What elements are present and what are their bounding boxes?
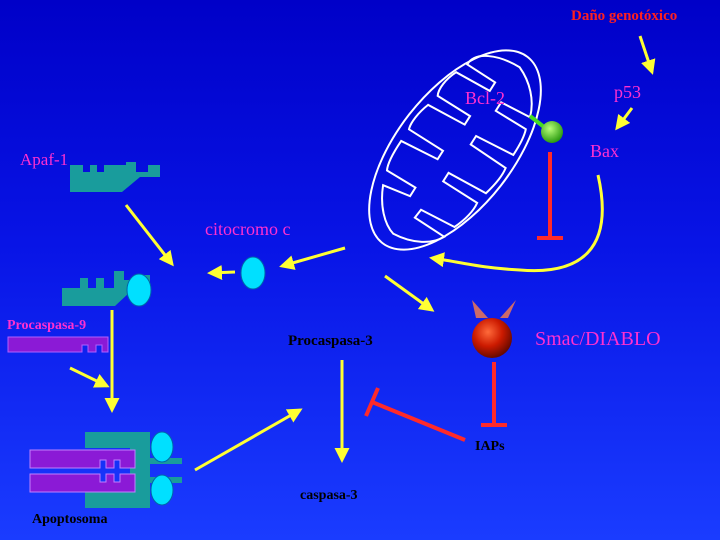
arrow-apoptosome-to-procasp3 (194, 408, 303, 472)
label-p53: p53 (614, 82, 641, 102)
label-iaps: IAPs (475, 439, 505, 454)
arrow-damage-to-p53 (638, 35, 656, 75)
inhibit-caspasa-by-iaps (364, 387, 466, 442)
mitochondrion-outer-membrane (368, 49, 542, 251)
label-apaf1: Apaf-1 (20, 150, 69, 169)
cytochrome-c (240, 256, 266, 290)
bcl2-protein (541, 121, 563, 143)
inhibit-iaps-by-smac (481, 362, 507, 427)
apaf1-cytc-complex (62, 271, 150, 306)
arrow-cytc-to-complex (207, 265, 236, 281)
label-citocromo-c: citocromo c (205, 219, 291, 239)
mitochondrion (368, 49, 542, 251)
cytochrome-c-bound (126, 273, 152, 307)
inhibition-lines (364, 152, 563, 442)
procaspasa9-protein (7, 336, 109, 353)
mitochondrion-cristae (381, 55, 533, 243)
label-bax: Bax (590, 141, 619, 161)
label-procaspasa9: Procaspasa-9 (7, 318, 87, 333)
bcl2-connector (528, 114, 546, 129)
label-procaspasa3: Procaspasa-3 (288, 333, 373, 349)
apaf1-protein (70, 162, 160, 192)
arrow-apaf-to-complex (124, 204, 174, 267)
arrow-procasp9-to-apoptosome (69, 366, 110, 388)
label-dano-genotoxico: Daño genotóxico (571, 8, 678, 24)
label-bcl2: Bcl-2 (465, 88, 505, 108)
label-caspasa3: caspasa-3 (300, 488, 358, 503)
arrow-mito-to-cytc (279, 246, 346, 270)
activation-arrows (69, 35, 656, 472)
smac-diablo-protein (472, 300, 516, 358)
arrow-mito-to-smac (384, 274, 435, 312)
label-apoptosoma: Apoptosoma (32, 512, 108, 527)
label-smac-diablo: Smac/DIABLO (535, 328, 661, 350)
inhibit-bax-by-bcl2 (537, 152, 563, 240)
arrow-bax-to-cytc-release (429, 174, 604, 273)
arrow-p53-to-bax (615, 107, 634, 131)
apoptosome (29, 431, 182, 508)
